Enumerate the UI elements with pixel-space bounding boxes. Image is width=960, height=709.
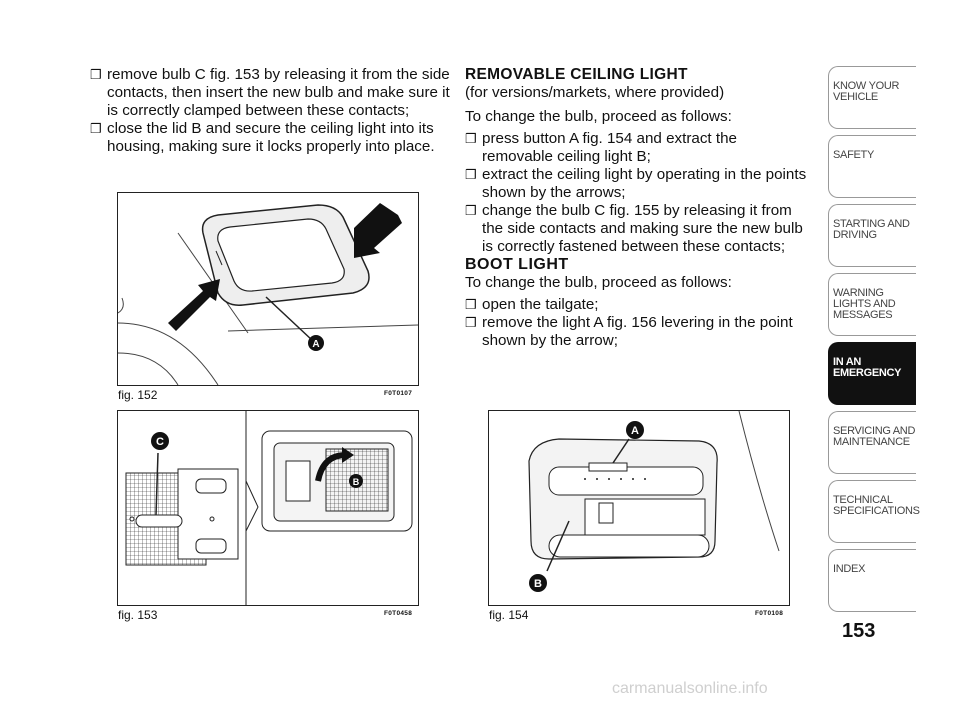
intro-text: To change the bulb, proceed as follows: (465, 108, 732, 125)
removable-ceiling-light-illustration: A B (528, 411, 780, 592)
section-heading-2: BOOT LIGHT (465, 256, 569, 273)
figure-caption: fig. 152 (118, 388, 158, 402)
page-number: 153 (842, 620, 876, 642)
tab-safety[interactable]: SAFETY (828, 135, 916, 198)
tab-index[interactable]: INDEX (828, 549, 916, 612)
callout-label-c: C (156, 436, 164, 448)
list-item: ❒change the bulb C fig. 155 by releasing… (465, 202, 803, 255)
tab-technical-specifications[interactable]: TECHNICAL SPECIFICATIONS (828, 480, 920, 543)
bullet-icon: ❒ (90, 67, 102, 82)
list-item: ❒remove the light A fig. 156 levering in… (465, 314, 793, 349)
figure-152: A (117, 192, 419, 386)
ceiling-light-illustration: A (118, 193, 418, 385)
bullet-icon: ❒ (465, 297, 477, 312)
tab-servicing-and-maintenance[interactable]: SERVICING AND MAINTENANCE (828, 411, 916, 474)
left-column: ❒remove bulb C fig. 153 by releasing it … (90, 66, 450, 156)
callout-label-a: A (631, 425, 639, 437)
callout-label-b: B (353, 477, 360, 487)
figure-code: F0T0107 (384, 390, 413, 397)
callout-label-a: A (312, 339, 319, 350)
list-item: ❒extract the ceiling light by operating … (465, 166, 807, 201)
section-subheading: (for versions/markets, where provided) (465, 84, 725, 101)
bulb-replacement-illustration: C B (125, 411, 413, 605)
bullet-icon: ❒ (90, 121, 102, 136)
list-item: ❒close the lid B and secure the ceiling … (90, 120, 435, 155)
list-item: ❒open the tailgate; (465, 296, 599, 313)
tab-warning-lights[interactable]: WARNING LIGHTS AND MESSAGES (828, 273, 916, 336)
tab-know-your-vehicle[interactable]: KNOW YOUR VEHICLE (828, 66, 916, 129)
tab-starting-and-driving[interactable]: STARTING AND DRIVING (828, 204, 916, 267)
tab-in-an-emergency[interactable]: IN AN EMERGENCY (828, 342, 916, 405)
bullet-icon: ❒ (465, 315, 477, 330)
figure-caption: fig. 154 (489, 608, 529, 622)
right-column: REMOVABLE CEILING LIGHT (for versions/ma… (465, 66, 810, 350)
figure-code: F0T0458 (384, 610, 413, 617)
bullet-icon: ❒ (465, 203, 477, 218)
figure-153: C B (117, 410, 419, 606)
list-item: ❒remove bulb C fig. 153 by releasing it … (90, 66, 450, 119)
callout-label-b: B (534, 578, 542, 590)
figure-caption: fig. 153 (118, 608, 158, 622)
bullet-icon: ❒ (465, 131, 477, 146)
watermark: carmanualsonline.info (612, 680, 768, 697)
bullet-icon: ❒ (465, 167, 477, 182)
intro-text-2: To change the bulb, proceed as follows: (465, 274, 732, 291)
section-heading: REMOVABLE CEILING LIGHT (465, 66, 688, 83)
figure-code: F0T0108 (755, 610, 784, 617)
list-item: ❒press button A fig. 154 and extract the… (465, 130, 737, 165)
figure-154: A B (488, 410, 790, 606)
